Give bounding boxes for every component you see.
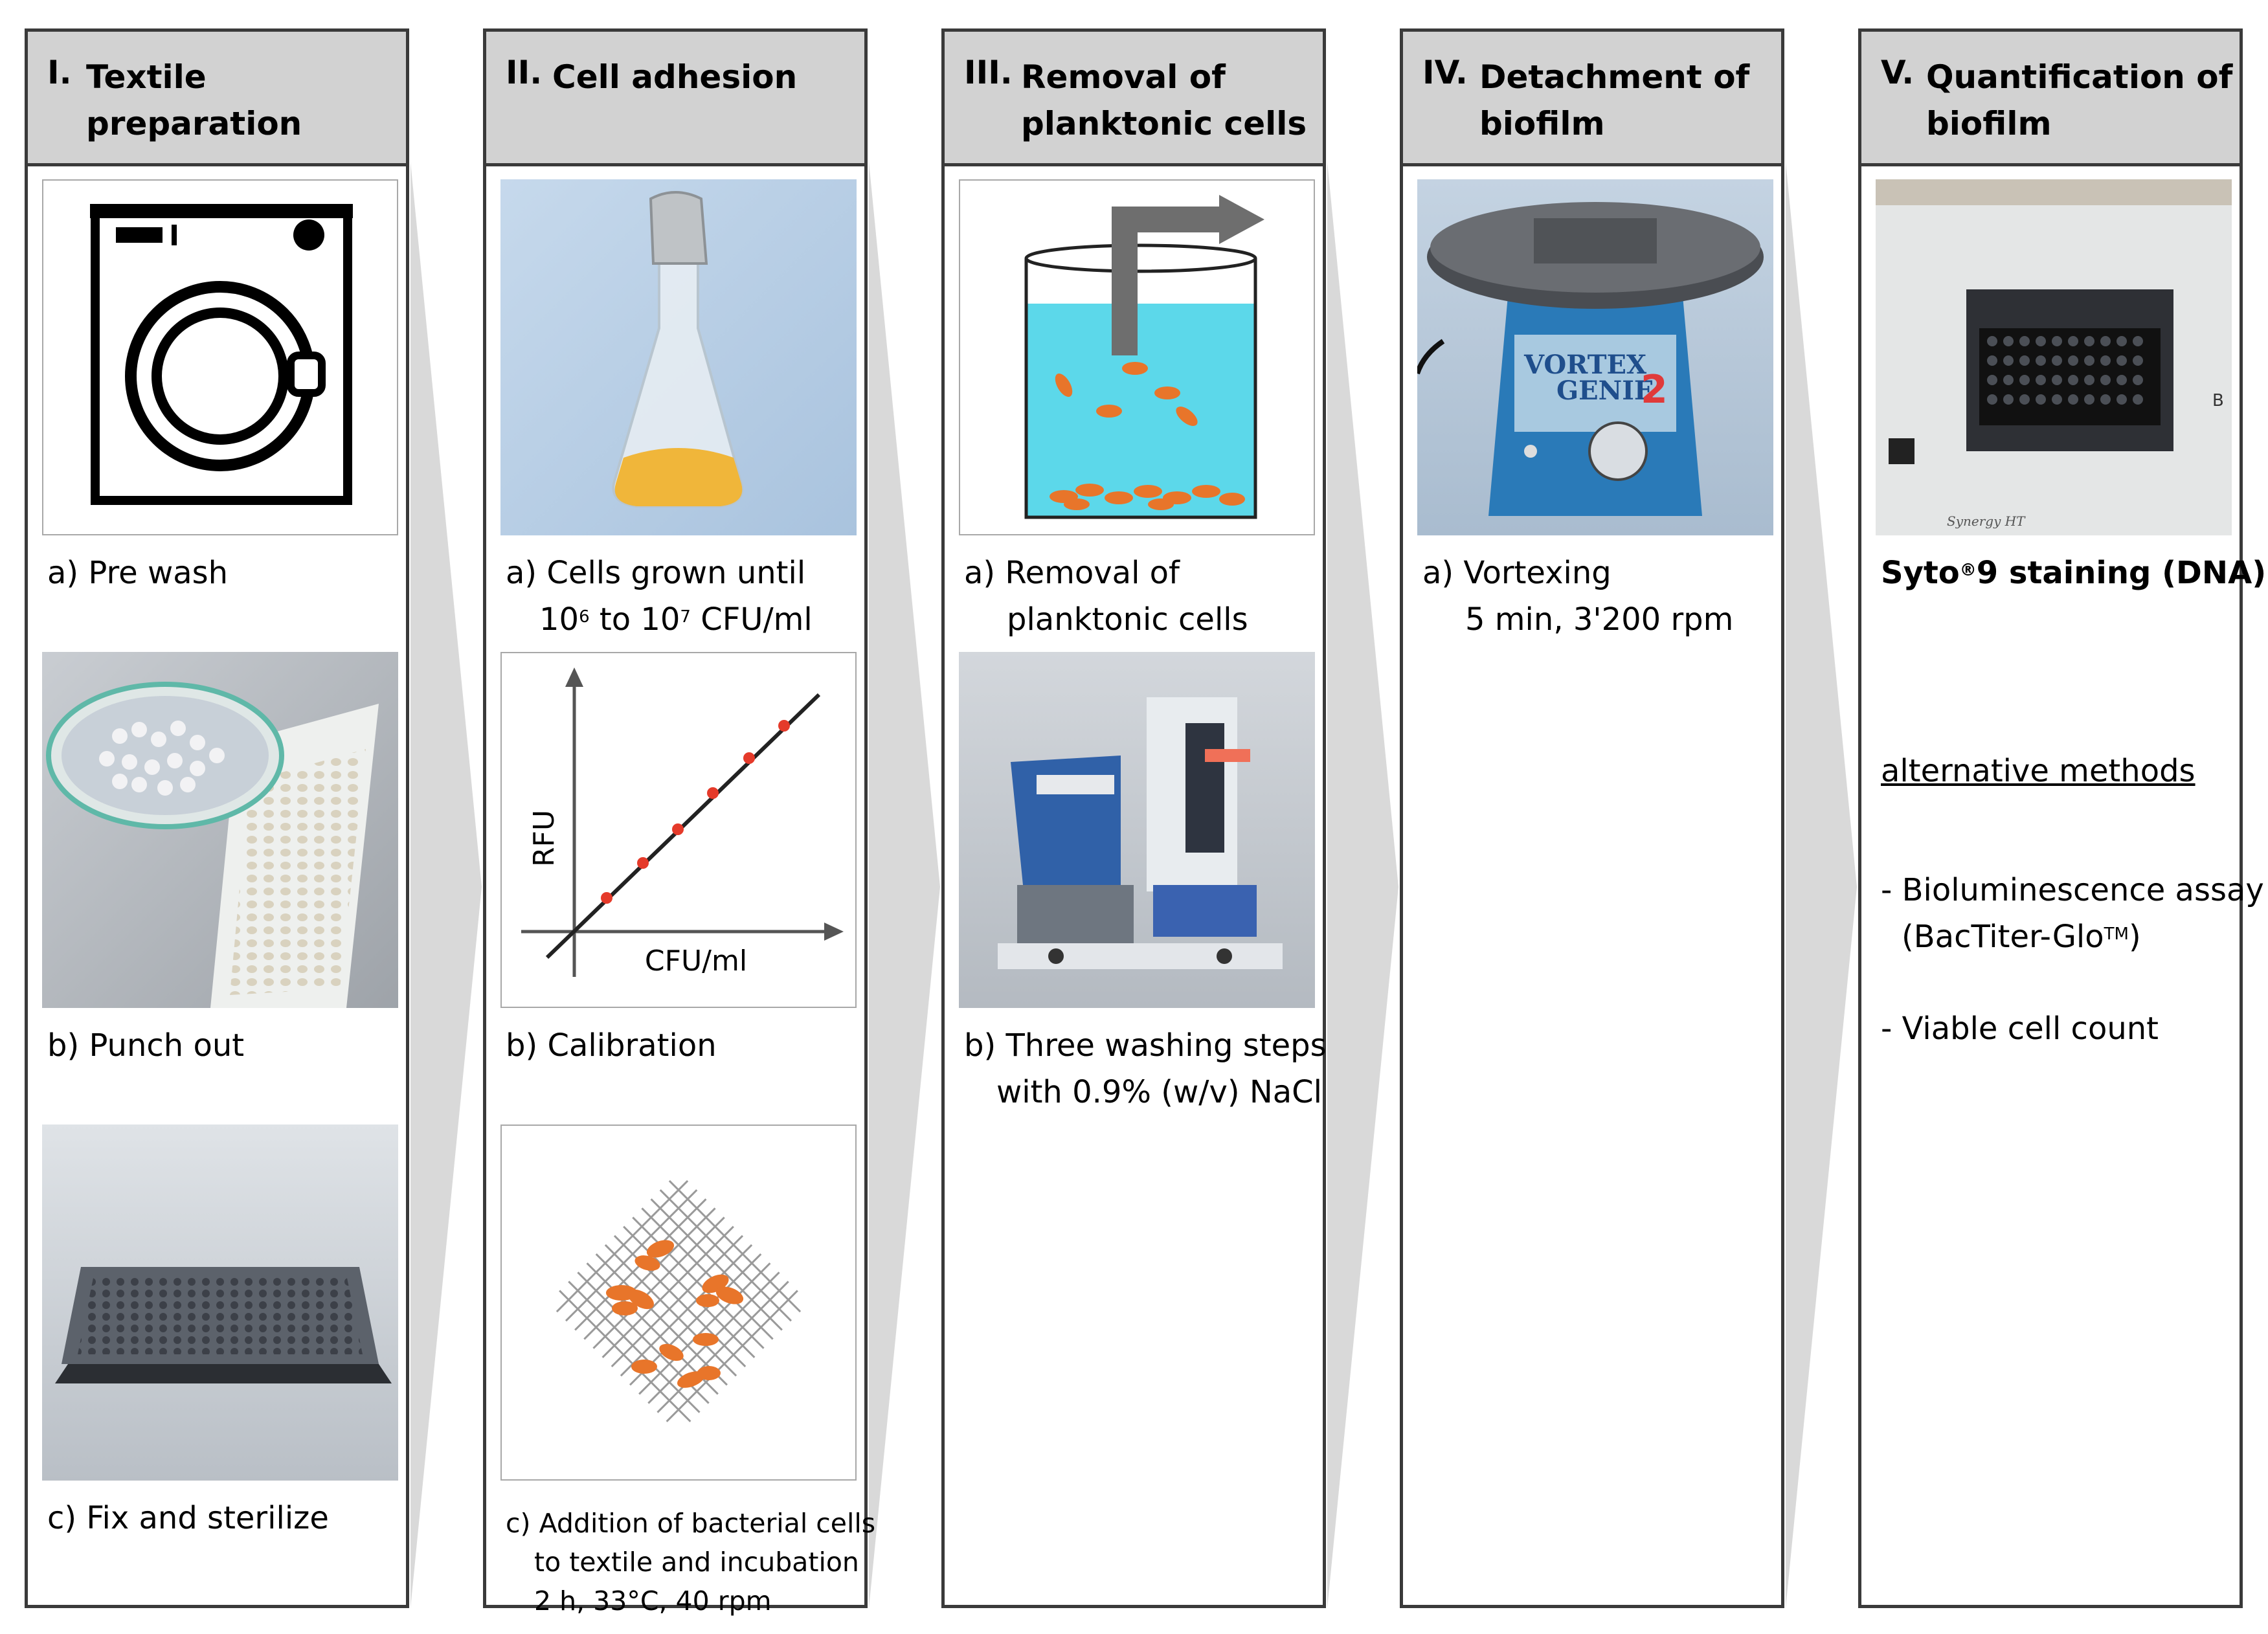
- step-caption-line2: 106 to 107 CFU/ml: [539, 596, 813, 643]
- step-number: II.: [506, 54, 543, 91]
- caption-part: (BacTiter-Glo: [1902, 919, 2104, 955]
- step-number: I.: [47, 54, 72, 91]
- column-title: Cell adhesion: [552, 58, 798, 96]
- culture-flask-photo: [500, 179, 857, 535]
- washing-machine-icon: [42, 179, 398, 535]
- column-title-line2: biofilm: [1479, 105, 1605, 142]
- column-header: V. Quantification of biofilm: [1861, 32, 2240, 166]
- exponent: 7: [680, 607, 691, 627]
- column-cell-adhesion: II. Cell adhesion a) Cells grown until 1…: [483, 28, 875, 1617]
- step-number: III.: [964, 54, 1013, 91]
- chevron-arrow-1: [410, 162, 482, 1608]
- textile-mesh-with-bacteria: [500, 1125, 857, 1481]
- chevron-arrow-3: [1327, 162, 1398, 1608]
- syto9-staining-label: Syto®9 staining (DNA): [1881, 550, 2266, 596]
- chevron-arrow-2: [869, 162, 940, 1608]
- step-number: V.: [1881, 54, 1914, 91]
- alternative-methods-heading: alternative methods: [1881, 753, 2195, 789]
- punched-textile-discs-photo: [42, 652, 398, 1008]
- column-title-line1: Detachment of: [1479, 58, 1750, 96]
- step-caption-line1: b) Three washing steps: [964, 1027, 1327, 1064]
- step-caption: a) Pre wash: [47, 555, 229, 591]
- step-caption: b) Calibration: [506, 1027, 717, 1064]
- step-caption: b) Punch out: [47, 1027, 245, 1064]
- alternative-item-line2: (BacTiter-GloTM): [1902, 913, 2141, 960]
- trademark-mark: TM: [2104, 924, 2129, 944]
- model-label: Synergy HT: [1947, 513, 2026, 529]
- model-number-label: 2: [1641, 367, 1668, 412]
- exponent: 6: [579, 607, 590, 627]
- step-caption-line3: 2 h, 33°C, 40 rpm: [534, 1585, 772, 1617]
- column-title-line2: biofilm: [1926, 105, 2052, 142]
- microtiter-plate-photo: [42, 1125, 398, 1481]
- column-title-line1: Quantification of: [1926, 58, 2233, 96]
- column-removal-planktonic: III. Removal of planktonic cells: [941, 28, 1327, 1608]
- step-caption-line2: to textile and incubation: [534, 1547, 859, 1578]
- plate-washer-photo: [959, 652, 1315, 1008]
- column-detachment-biofilm: IV. Detachment of biofilm VORTEX GENIE 2…: [1400, 28, 1784, 1608]
- column-header: I. Textile preparation: [28, 32, 406, 166]
- x-axis-label: CFU/ml: [645, 945, 747, 978]
- column-quantification-biofilm: V. Quantification of biofilm B Synergy H…: [1858, 28, 2266, 1608]
- column-title-line2: planktonic cells: [1021, 105, 1307, 142]
- column-title-line1: Removal of: [1021, 58, 1226, 96]
- step-caption-line2: 5 min, 3'200 rpm: [1465, 601, 1734, 638]
- column-header: IV. Detachment of biofilm: [1403, 32, 1781, 166]
- vortex-brand-label: VORTEX: [1523, 350, 1646, 380]
- step-caption-line1: a) Vortexing: [1422, 555, 1611, 591]
- alternative-item-line1: - Bioluminescence assay: [1881, 872, 2264, 908]
- column-header: III. Removal of planktonic cells: [945, 32, 1323, 166]
- chevron-arrow-4: [1786, 162, 1857, 1608]
- step-caption-line1: a) Removal of: [964, 555, 1180, 591]
- alternative-item-line1: - Viable cell count: [1881, 1011, 2159, 1047]
- vortex-mixer-photo: VORTEX GENIE 2: [1417, 179, 1773, 535]
- caption-part: to 10: [589, 601, 680, 638]
- column-header: II. Cell adhesion: [486, 32, 864, 166]
- column-textile-preparation: I. Textile preparation a) Pre wash: [25, 28, 409, 1608]
- step-number: IV.: [1422, 54, 1468, 91]
- step-caption-line1: a) Cells grown until: [506, 555, 806, 591]
- y-axis-label: RFU: [528, 810, 561, 867]
- caption-part: ): [2128, 919, 2141, 955]
- caption-part: 10: [539, 601, 579, 638]
- calibration-plot: RFU CFU/ml: [500, 652, 857, 1008]
- caption-part: CFU/ml: [690, 601, 813, 638]
- registered-mark: ®: [1959, 561, 1977, 580]
- step-caption-line2: with 0.9% (w/v) NaCl: [996, 1074, 1323, 1110]
- plate-reader-photo: B Synergy HT: [1876, 179, 2232, 535]
- genie-brand-label: GENIE: [1556, 375, 1654, 406]
- step-caption: c) Fix and sterilize: [47, 1500, 329, 1536]
- caption-part: 9 staining (DNA): [1976, 555, 2267, 591]
- caption-part: Syto: [1881, 555, 1960, 591]
- step-caption-line2: planktonic cells: [1007, 601, 1248, 638]
- column-title: Textile preparation: [86, 58, 302, 142]
- step-caption-line1: c) Addition of bacterial cells: [506, 1508, 876, 1539]
- brand-fragment-label: B: [2212, 391, 2224, 410]
- beaker-removal-diagram: [959, 179, 1315, 535]
